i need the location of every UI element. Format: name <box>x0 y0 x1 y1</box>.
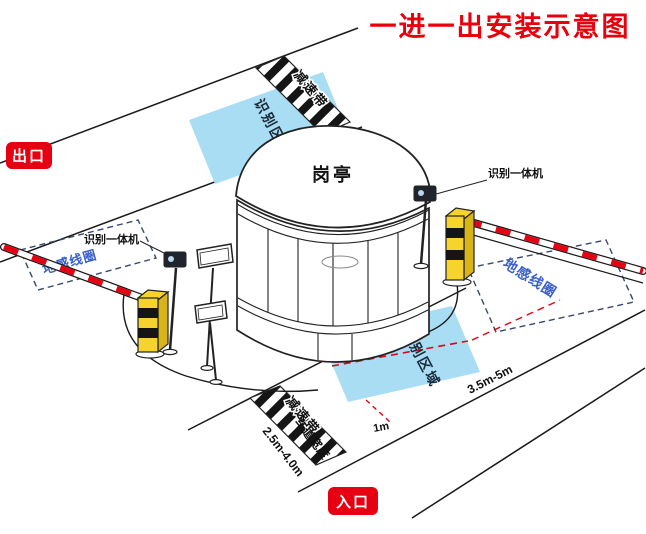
island-edge-right <box>427 283 459 333</box>
barrier-cabinet-right <box>442 207 476 287</box>
guard-booth: 岗亭 <box>235 125 432 363</box>
camera-right-base <box>413 262 429 270</box>
sign-board-lower-base <box>209 379 223 386</box>
booth-window-sill-lower <box>237 305 429 335</box>
sign-board-upper-screen <box>199 247 230 266</box>
camera-left-leader-line <box>139 240 167 255</box>
exit-lane-line-upper <box>0 27 359 164</box>
gate-coil-dashed-line <box>471 299 561 341</box>
camera-left-lens <box>168 256 174 262</box>
entrance-sign-label: 入口 <box>336 494 370 511</box>
barrier-cabinet-left-stripe2 <box>138 328 158 338</box>
entrance-sign: 入口 <box>328 487 378 515</box>
camera-right-head <box>413 185 437 202</box>
barrier-arm-right <box>463 217 646 284</box>
barrier-cabinet-right-front <box>445 215 465 281</box>
sign-board-lower-pole <box>209 322 217 381</box>
entry-lane-line-outer <box>411 367 646 519</box>
barrier-cabinet-left <box>135 289 170 359</box>
area-gap-label: 1m <box>372 420 390 435</box>
camera-left-head <box>163 251 187 268</box>
sign-board-upper-panel <box>196 243 234 269</box>
exit-sign: 出口 <box>6 142 52 169</box>
camera-left-base <box>162 348 178 356</box>
camera-right-label: 识别一体机 <box>488 166 543 180</box>
speed-bump-bottom-bar <box>248 385 348 466</box>
booth-roof <box>235 125 432 229</box>
page-title: 一进一出安装示意图 <box>370 11 631 42</box>
camera-right-pole <box>419 199 428 265</box>
island-edges <box>122 283 459 393</box>
barrier-cabinet-right-stripe2 <box>446 250 464 260</box>
camera-left: 识别一体机 <box>84 232 187 356</box>
ground-coil-right: 地感线圈 <box>467 239 635 333</box>
ground-coil-left-loop <box>19 219 157 291</box>
barrier-cabinet-left-side <box>157 290 169 354</box>
booth-table <box>321 255 359 269</box>
barrier-arm-right-rail <box>465 232 644 284</box>
sign-board-lower <box>194 300 228 386</box>
camera-left-label: 识别一体机 <box>84 232 139 246</box>
camera-right-lens <box>418 190 424 196</box>
booth-window-mullions <box>267 229 399 326</box>
booth-door <box>317 333 353 360</box>
barrier-arm-left-stripes <box>3 244 143 301</box>
sign-board-upper-base <box>200 365 214 372</box>
island-edge-left <box>122 293 319 393</box>
exit-sign-label: 出口 <box>12 147 46 165</box>
entrance-sign-box <box>328 487 378 515</box>
sign-board-lower-screen <box>197 304 224 321</box>
entry-lane-line-lower <box>297 309 646 493</box>
barrier-cabinet-right-stripe1 <box>446 228 464 238</box>
area-gap-dashed-line <box>365 399 391 423</box>
camera-right: 识别一体机 <box>413 166 543 270</box>
sign-board-lower-panel <box>194 300 228 324</box>
booth-label: 岗亭 <box>312 164 354 185</box>
barrier-cabinet-left-stripe1 <box>138 308 158 318</box>
barrier-cabinet-right-side <box>463 209 475 282</box>
booth-roof-rim <box>236 203 430 236</box>
barrier-cabinet-left-front <box>137 297 159 353</box>
camera-right-leader-line <box>435 179 488 195</box>
speed-bump-top-bar <box>254 55 352 135</box>
exit-sign-box <box>6 142 52 169</box>
barrier-arm-right-stripes <box>466 218 644 274</box>
barrier-arm-left <box>0 243 146 302</box>
ground-coil-right-label: 地感线圈 <box>500 255 559 300</box>
camera-left-pole <box>168 267 178 351</box>
